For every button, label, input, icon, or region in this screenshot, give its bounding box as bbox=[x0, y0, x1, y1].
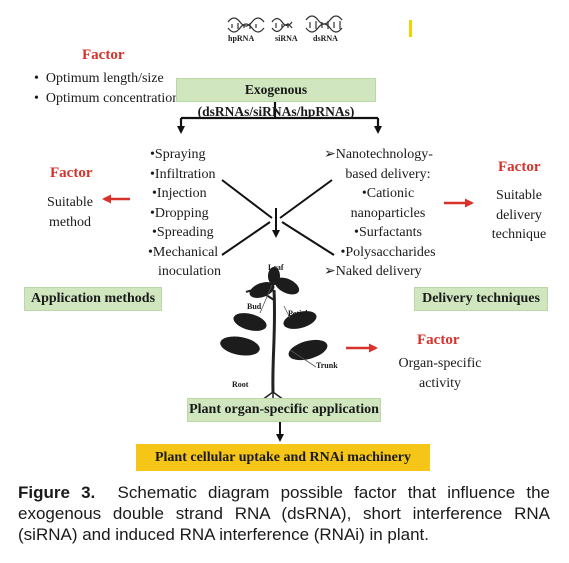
split-connector bbox=[177, 101, 382, 134]
application-item: inoculation bbox=[158, 264, 221, 279]
hprna-label: hpRNA bbox=[228, 34, 255, 43]
application-methods-box: Application methods bbox=[24, 287, 162, 311]
plant-factor-text: Organ-specific activity bbox=[388, 354, 492, 393]
delivery-factor-line: technique bbox=[491, 227, 547, 242]
dsrna-icon bbox=[305, 15, 343, 33]
application-item: •Dropping bbox=[150, 205, 209, 221]
hprna-icon bbox=[227, 17, 265, 33]
plant-factor-line: activity bbox=[419, 375, 461, 391]
plant-factor-title: Factor bbox=[417, 332, 460, 348]
caption-label: Figure 3. bbox=[18, 483, 96, 502]
plant-label-trunk: Trunk bbox=[316, 361, 338, 370]
sirna-label: siRNA bbox=[275, 34, 298, 43]
yellow-mark bbox=[409, 20, 412, 37]
application-item: •Infiltration bbox=[150, 166, 216, 182]
dsrna-label: dsRNA bbox=[313, 34, 338, 43]
plant-label-root: Root bbox=[232, 380, 249, 389]
application-item: •Injection bbox=[152, 186, 207, 201]
delivery-list: ➢Nanotechnology- based delivery: •Cation… bbox=[322, 145, 454, 282]
uptake-box: Plant cellular uptake and RNAi machinery bbox=[136, 444, 430, 471]
converging-arrows bbox=[221, 179, 335, 256]
application-item: •Spreading bbox=[152, 225, 214, 240]
application-factor-text: Suitable method bbox=[35, 193, 105, 232]
plant-organ-box: Plant organ-specific application bbox=[187, 398, 381, 422]
delivery-techniques-box: Delivery techniques bbox=[414, 287, 548, 311]
top-factor-list: • Optimum length/size • Optimum concentr… bbox=[34, 69, 179, 108]
plant-label-petiole: Petiole bbox=[288, 309, 312, 318]
exogenous-box: Exogenous (dsRNAs/siRNAs/hpRNAs) bbox=[176, 78, 376, 119]
application-item: •Mechanical bbox=[148, 244, 219, 260]
top-factor-item: • Optimum length/size bbox=[34, 71, 164, 86]
application-list: •Spraying •Infiltration •Injection •Drop… bbox=[148, 145, 260, 282]
delivery-item: based delivery: bbox=[345, 166, 431, 182]
delivery-factor-title: Factor bbox=[498, 159, 541, 175]
plant-label-bud: Bud bbox=[247, 302, 262, 311]
figure-caption: Figure 3. Schematic diagram possible fac… bbox=[18, 482, 550, 545]
delivery-item: •Polysaccharides bbox=[340, 244, 436, 260]
delivery-factor-line: Suitable bbox=[496, 188, 542, 203]
application-item: •Spraying bbox=[150, 147, 206, 162]
application-factor-line: Suitable bbox=[47, 195, 93, 210]
delivery-item: •Cationic bbox=[361, 186, 415, 201]
plant-label-leaf: Leaf bbox=[268, 263, 284, 272]
top-factor-item: • Optimum concentration bbox=[34, 90, 180, 106]
top-factor-title: Factor bbox=[82, 47, 125, 63]
delivery-item: ➢Nanotechnology- bbox=[324, 147, 433, 162]
sirna-icon bbox=[271, 17, 293, 33]
application-factor-title: Factor bbox=[50, 165, 93, 181]
plant-factor-line: Organ-specific bbox=[398, 356, 482, 371]
application-factor-line: method bbox=[49, 214, 91, 230]
delivery-item: nanoparticles bbox=[350, 205, 426, 221]
plant-label-pointers bbox=[259, 284, 317, 368]
delivery-factor-text: Suitable delivery technique bbox=[482, 186, 556, 245]
delivery-factor-line: delivery bbox=[496, 207, 542, 223]
caption-text: Schematic diagram possible factor that i… bbox=[18, 483, 551, 544]
delivery-item: •Surfactants bbox=[354, 225, 422, 240]
delivery-item: ➢Naked delivery bbox=[324, 264, 422, 279]
